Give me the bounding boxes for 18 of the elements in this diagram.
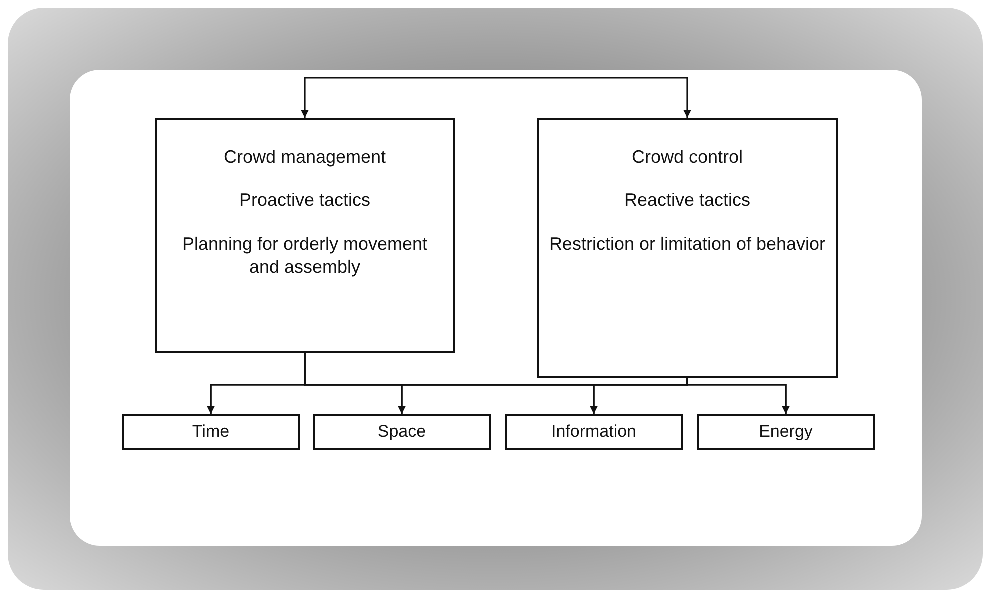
process-box: [313, 414, 491, 450]
box-text: Reactive tactics: [624, 189, 751, 212]
process-box: [155, 118, 455, 353]
connector-arrow: [301, 77, 692, 118]
process-box: [537, 118, 838, 378]
box-text: Time: [192, 420, 230, 443]
box-text: Restriction or limitation of behavior: [549, 232, 826, 256]
box-text: Energy: [759, 420, 813, 443]
box-text: Crowd management: [224, 146, 386, 169]
box-text: Crowd control: [632, 146, 744, 169]
box-text: Information: [551, 420, 637, 443]
process-box: [505, 414, 683, 450]
box-text: Proactive tactics: [239, 189, 371, 212]
process-box: [697, 414, 875, 450]
connector-arrow: [686, 378, 790, 414]
process-box: [122, 414, 300, 450]
box-text: Planning for orderly movement and assembly: [181, 232, 429, 280]
box-text: Space: [378, 420, 426, 443]
